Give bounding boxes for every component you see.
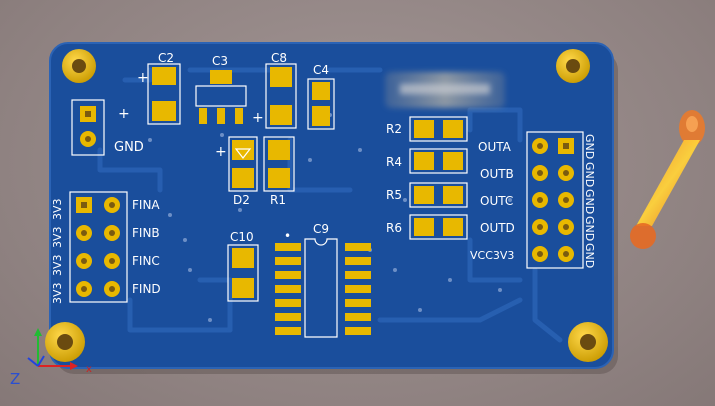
mounting-hole-tr [556, 49, 590, 83]
outline-c10 [227, 244, 259, 302]
polarity-plus-d2: + [215, 144, 227, 160]
label-3v3-d: 3V3 [51, 282, 64, 304]
mounting-hole-bl [45, 322, 85, 362]
label-fina: FINA [132, 198, 160, 212]
outline-c2 [147, 63, 181, 125]
outline-r2 [409, 116, 468, 142]
diode-symbol-icon [234, 148, 252, 159]
label-outb: OUTB [480, 167, 514, 181]
pad-r1-2 [268, 168, 290, 188]
pad-c2-1 [152, 67, 176, 85]
blurred-component [385, 72, 505, 108]
label-gnd-1: GND [583, 134, 596, 159]
svg-text:x: x [86, 364, 92, 375]
outline-d2 [228, 136, 258, 192]
label-gnd-5: GND [583, 243, 596, 268]
mounting-hole-tl [62, 49, 96, 83]
label-r5: R5 [386, 188, 402, 202]
pad-c4-2 [312, 106, 330, 126]
polarity-plus-gnd: + [118, 106, 130, 122]
pad-d2-1 [232, 140, 254, 160]
pad-c10-2 [232, 278, 254, 298]
label-c4: C4 [313, 63, 329, 77]
outline-c8 [265, 63, 297, 129]
left-header-pins [76, 197, 120, 297]
label-gnd: GND [114, 140, 144, 155]
right-header-pins [532, 138, 574, 262]
label-finc: FINC [132, 254, 160, 268]
pad-d2-2 [232, 168, 254, 188]
outline-r1 [263, 136, 295, 192]
label-r2: R2 [386, 122, 402, 136]
left-header-outline [69, 191, 128, 303]
polarity-plus-c2: + [137, 70, 149, 86]
gnd-header-outline [71, 99, 105, 156]
ic-c9-left-pins [275, 243, 301, 335]
outline-r5 [409, 182, 468, 208]
label-outd: OUTD [480, 221, 515, 235]
ic-c9-right-pins [345, 243, 371, 335]
mounting-hole-br [568, 322, 608, 362]
label-outc: OUTC [480, 194, 513, 208]
view-cursor-gizmo-icon[interactable] [630, 110, 705, 249]
pad-c3-tab [210, 70, 232, 84]
label-d2: D2 [233, 193, 250, 207]
pad-r1-1 [268, 140, 290, 160]
pad-c2-2 [152, 101, 176, 121]
pad-c3-3 [235, 108, 243, 124]
outline-r6 [409, 214, 468, 240]
label-find: FIND [132, 282, 161, 296]
pad-c4-1 [312, 82, 330, 100]
pad-c8-1 [270, 67, 292, 87]
label-outa: OUTA [478, 140, 512, 154]
label-gnd-2: GND [583, 162, 596, 187]
outline-r4 [409, 148, 468, 174]
polarity-plus-c8: + [252, 110, 264, 126]
pad-c10-1 [232, 248, 254, 268]
label-r4: R4 [386, 155, 402, 169]
label-gnd-3: GND [583, 189, 596, 214]
label-vcc3v3: VCC3V3 [470, 249, 514, 262]
label-c8: C8 [271, 51, 287, 65]
label-c10: C10 [230, 230, 254, 244]
outline-c9 [304, 238, 338, 338]
axis-triad-icon: Z x [10, 328, 92, 388]
outline-c3 [195, 85, 247, 107]
axis-label-z: Z [10, 370, 20, 388]
label-finb: FINB [132, 226, 160, 240]
ic-pin1-marker: • [284, 229, 291, 243]
label-c2: C2 [158, 51, 174, 65]
right-header-outline [526, 131, 584, 269]
via-holes [148, 113, 512, 322]
label-gnd-4: GND [583, 216, 596, 241]
outline-c4 [307, 78, 335, 130]
copper-traces [97, 67, 563, 343]
label-c9: C9 [313, 222, 329, 236]
label-c3: C3 [212, 54, 228, 68]
label-r1: R1 [270, 193, 286, 207]
label-r6: R6 [386, 221, 402, 235]
pad-c3-2 [217, 108, 225, 124]
label-3v3-b: 3V3 [51, 226, 64, 248]
pad-c3-1 [199, 108, 207, 124]
label-3v3-a: 3V3 [51, 198, 64, 220]
pad-c8-2 [270, 105, 292, 125]
label-3v3-c: 3V3 [51, 254, 64, 276]
